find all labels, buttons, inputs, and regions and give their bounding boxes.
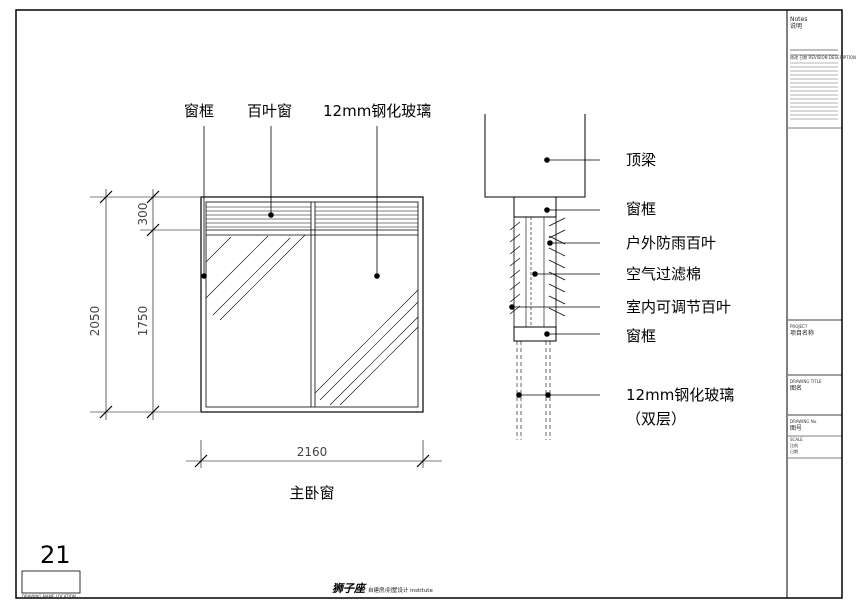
- label-window-frame: 窗框: [184, 102, 214, 120]
- label-frame-top: 窗框: [626, 200, 656, 218]
- label-top-beam: 顶梁: [626, 151, 656, 169]
- glass-hatch: [205, 234, 419, 406]
- window-inner-frame: [205, 201, 419, 408]
- sheet-number-box: [21, 570, 81, 594]
- double-glass: [516, 341, 551, 440]
- label-tempered-glass: 12mm钢化玻璃: [323, 102, 431, 120]
- date-cn: 日期: [790, 448, 798, 454]
- sheet-border: [15, 9, 843, 599]
- window-outer-frame: [200, 196, 424, 413]
- label-outdoor-louver: 户外防雨百叶: [626, 234, 716, 252]
- drawing-title-cn: 图名: [790, 384, 802, 392]
- footer-text: 自建房/别墅设计 institute: [368, 586, 433, 594]
- indoor-louver-blades: [509, 221, 521, 315]
- scale-cn: 比例: [790, 442, 798, 448]
- dim-2050: 2050: [88, 306, 102, 337]
- drawing-name-location: DRAWING NAME LOCATION: [22, 594, 76, 599]
- drawing-no-en: DRAWING No.: [790, 419, 817, 424]
- notes-en: Notes: [790, 16, 807, 23]
- dimension-width: [186, 440, 442, 468]
- caption-master-bedroom-window: 主卧窗: [289, 484, 334, 502]
- project-cn: 项目名称: [790, 329, 814, 337]
- label-louver-window: 百叶窗: [247, 102, 292, 120]
- notes-cn: 说明: [790, 22, 802, 30]
- window-section: 顶梁 窗框 户外防雨百叶 空气过滤棉 室内可调节百叶 窗框 12mm钢化玻璃 （…: [484, 114, 734, 440]
- label-air-filter: 空气过滤棉: [626, 265, 701, 283]
- label-double-layer: （双层）: [626, 410, 686, 428]
- project-en: PROJECT: [790, 324, 808, 329]
- dim-1750: 1750: [136, 306, 150, 337]
- dimension-total-height: [90, 189, 200, 420]
- dimension-split-height: [140, 189, 200, 420]
- label-frame-bottom: 窗框: [626, 327, 656, 345]
- louver-slats: [206, 206, 418, 228]
- revision-header: 修改 日期 REVISION DESCRIPTION: [790, 54, 856, 60]
- outdoor-louver-blades: [548, 217, 566, 317]
- sheet-number: 21: [40, 541, 71, 569]
- label-indoor-louver: 室内可调节百叶: [626, 298, 731, 316]
- window-elevation: 窗框 百叶窗 12mm钢化玻璃 2050 300 1750: [88, 102, 442, 502]
- dim-300: 300: [136, 203, 150, 226]
- label-tempered-glass-section: 12mm钢化玻璃: [626, 386, 734, 404]
- logo-text: 狮子座: [332, 582, 367, 595]
- drawing-title-en: DRAWING TITLE: [790, 379, 822, 384]
- title-block: Notes 说明 修改 日期 REVISION DESCRIPTION PROJ…: [788, 16, 856, 459]
- revision-lines: [790, 62, 838, 120]
- scale-en: SCALE: [790, 437, 803, 442]
- dim-2160: 2160: [297, 445, 328, 459]
- drawing-no-cn: 图号: [790, 425, 802, 432]
